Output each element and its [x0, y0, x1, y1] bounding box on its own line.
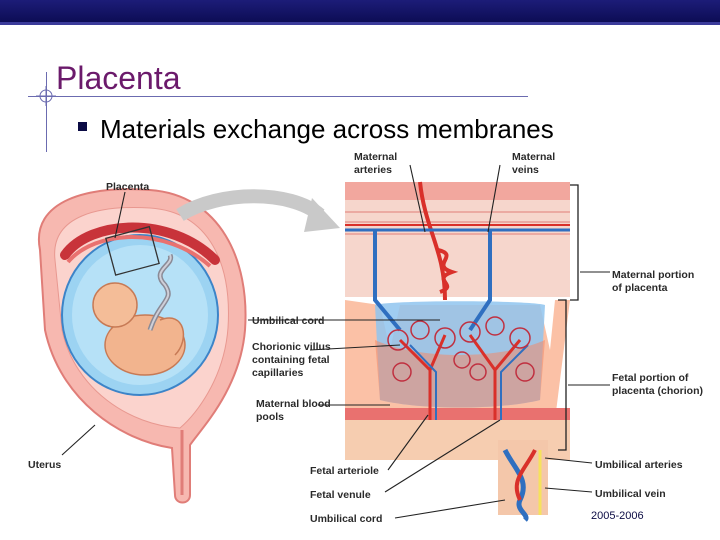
label-chorionic-villus-3: capillaries [252, 367, 304, 379]
label-placenta: Placenta [106, 181, 149, 193]
header-stripe [0, 22, 720, 25]
label-maternal-arteries-1: Maternal [354, 151, 397, 163]
title-vertical-rule [46, 72, 47, 152]
label-maternal-blood-2: pools [256, 411, 284, 423]
zoom-arrow-icon [304, 198, 340, 232]
label-chorionic-villus-1: Chorionic villus [252, 341, 331, 353]
slide-title: Placenta [56, 60, 181, 96]
label-umbilical-arteries: Umbilical arteries [595, 459, 683, 471]
label-maternal-blood-1: Maternal blood [256, 398, 331, 410]
label-maternal-portion-2: of placenta [612, 282, 668, 294]
uterus-illustration [37, 188, 247, 504]
label-fetal-portion-1: Fetal portion of [612, 372, 689, 384]
footer-year: 2005-2006 [591, 510, 644, 522]
label-chorionic-villus-2: containing fetal [252, 354, 330, 366]
label-maternal-veins-2: veins [512, 164, 539, 176]
placenta-detail [345, 181, 579, 522]
label-umbilical-vein: Umbilical vein [595, 488, 666, 500]
label-uterus: Uterus [28, 459, 61, 471]
title-underline [28, 96, 528, 97]
label-umbilical-cord-bottom: Umbilical cord [310, 513, 382, 525]
label-maternal-veins-1: Maternal [512, 151, 555, 163]
label-fetal-portion-2: placenta (chorion) [612, 385, 703, 397]
header-bar [0, 0, 720, 22]
bullet-icon [78, 122, 87, 131]
crosshair-icon [36, 86, 56, 106]
label-fetal-venule: Fetal venule [310, 489, 371, 501]
bullet-text: Materials exchange across membranes [100, 114, 554, 144]
label-umbilical-cord: Umbilical cord [252, 315, 324, 327]
label-maternal-arteries-2: arteries [354, 164, 392, 176]
label-maternal-portion-1: Maternal portion [612, 269, 694, 281]
label-fetal-arteriole: Fetal arteriole [310, 465, 379, 477]
